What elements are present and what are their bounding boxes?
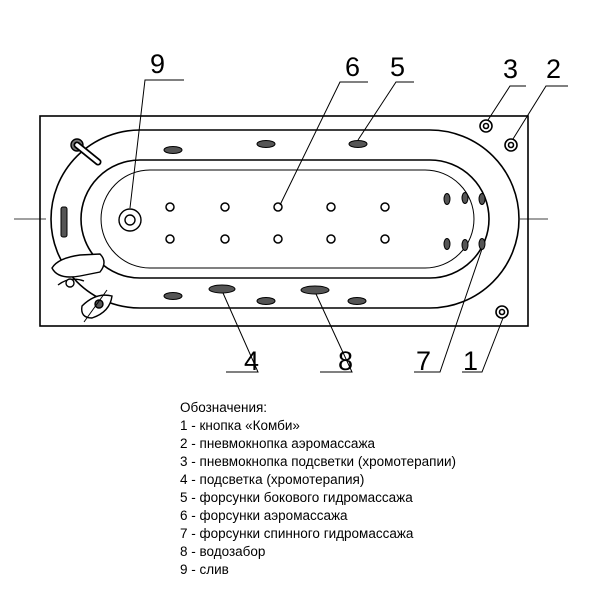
legend-item: 4 - подсветка (хромотерапия) xyxy=(180,472,365,487)
tub-outer-frame xyxy=(39,115,529,327)
leader-lines xyxy=(129,79,568,373)
legend-item: 5 - форсунки бокового гидромассажа xyxy=(180,490,413,505)
water-intake xyxy=(300,285,330,295)
callout-2: 2 xyxy=(546,54,561,84)
back-hydro-jets xyxy=(443,192,486,251)
air-massage-jets xyxy=(165,202,390,244)
chromotherapy-light xyxy=(208,284,236,294)
legend-item: 8 - водозабор xyxy=(180,544,266,559)
legend-item: 1 - кнопка «Комби» xyxy=(180,418,300,433)
legend-item: 3 - пневмокнопка подсветки (хромотерапии… xyxy=(180,454,457,469)
tub-bottom xyxy=(100,169,475,269)
overflow-fitting xyxy=(70,138,102,166)
legend-title: Обозначения: xyxy=(180,400,268,415)
callout-1: 1 xyxy=(463,346,478,376)
callout-8: 8 xyxy=(338,346,353,376)
chromotherapy-button xyxy=(479,119,493,133)
callout-6: 6 xyxy=(345,52,360,82)
legend-item: 6 - форсунки аэромассажа xyxy=(180,508,348,523)
drain xyxy=(118,208,142,232)
callout-3: 3 xyxy=(503,54,518,84)
combi-button xyxy=(495,305,509,319)
callout-9: 9 xyxy=(150,49,165,79)
tub-inner-bowl xyxy=(80,159,490,279)
callout-4: 4 xyxy=(244,346,259,376)
air-massage-button xyxy=(504,138,518,152)
side-hydro-jets xyxy=(163,140,368,305)
legend-item: 2 - пневмокнопка аэромассажа xyxy=(180,436,375,451)
legend: Обозначения: 1 - кнопка «Комби» 2 - пнев… xyxy=(180,399,456,579)
legend-item: 7 - форсунки спинного гидромассажа xyxy=(180,526,414,541)
side-grip xyxy=(60,206,68,238)
legend-item: 9 - слив xyxy=(180,562,229,577)
callout-5: 5 xyxy=(390,52,405,82)
tub-rim xyxy=(50,129,520,309)
callout-7: 7 xyxy=(416,346,431,376)
mixer-spout xyxy=(51,253,105,288)
mixer-handle xyxy=(81,289,113,323)
